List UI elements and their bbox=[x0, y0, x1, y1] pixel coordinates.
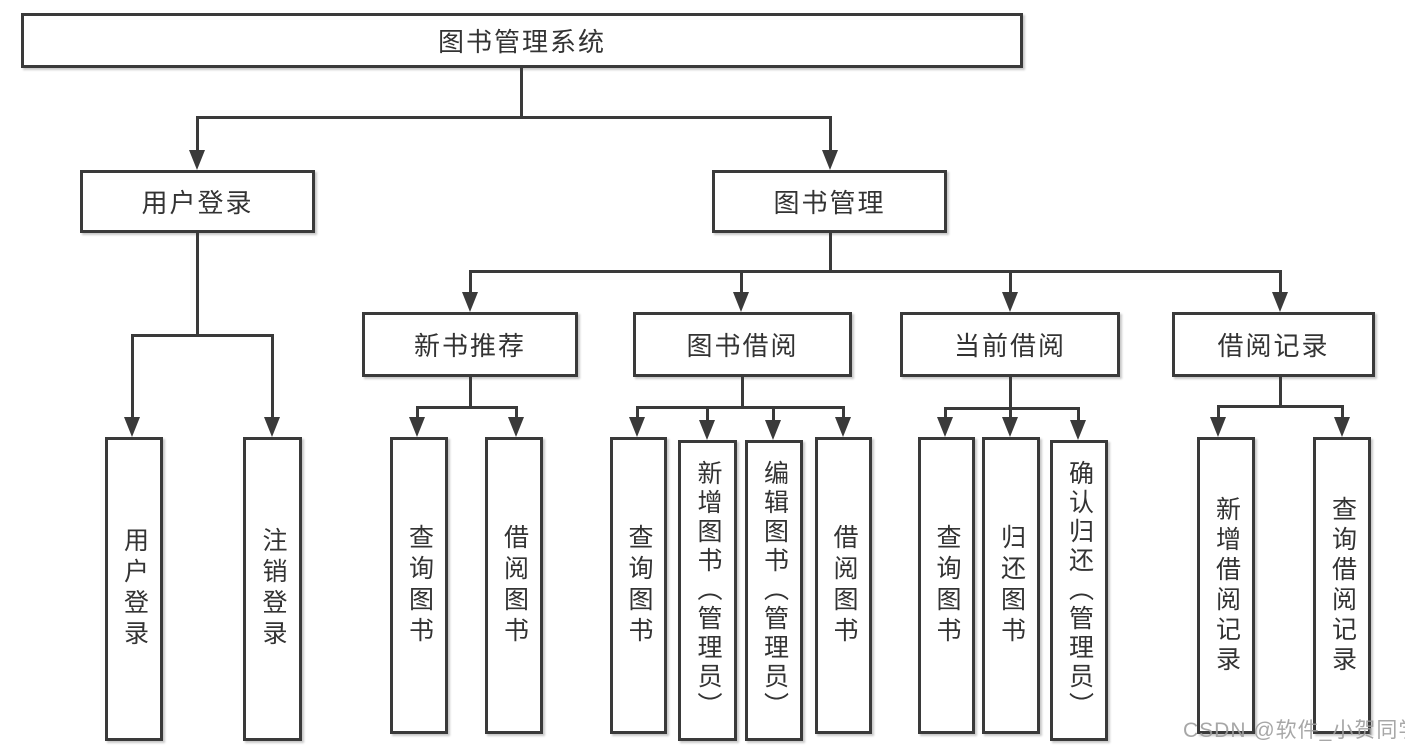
node-book-management-system: 图书管理系统 bbox=[21, 13, 1023, 68]
node-current-borrowing: 当前借阅 bbox=[900, 312, 1120, 377]
node-book-management: 图书管理 bbox=[712, 170, 947, 233]
leaf-query-books-recommend: 查询图书 bbox=[390, 437, 448, 734]
leaf-add-borrow-record: 新增借阅记录 bbox=[1197, 437, 1255, 734]
leaf-return-books: 归还图书 bbox=[982, 437, 1040, 734]
watermark-text: CSDN @软件_小贺同学 bbox=[1183, 719, 1405, 742]
node-user-login: 用户登录 bbox=[80, 170, 315, 233]
leaf-confirm-return-admin: 确认归还（管理员） bbox=[1050, 440, 1108, 741]
leaf-logout: 注销登录 bbox=[243, 437, 302, 741]
leaf-user-login: 用户登录 bbox=[105, 437, 163, 741]
node-new-book-recommend: 新书推荐 bbox=[362, 312, 578, 377]
leaf-query-borrow-record: 查询借阅记录 bbox=[1313, 437, 1371, 734]
leaf-query-books-borrowing: 查询图书 bbox=[610, 437, 667, 734]
leaf-borrow-books-borrowing: 借阅图书 bbox=[815, 437, 872, 734]
leaf-add-book-admin: 新增图书（管理员） bbox=[678, 440, 737, 741]
node-borrow-records: 借阅记录 bbox=[1172, 312, 1375, 377]
leaf-edit-book-admin: 编辑图书（管理员） bbox=[745, 440, 803, 741]
node-book-borrowing: 图书借阅 bbox=[633, 312, 852, 377]
leaf-borrow-books-recommend: 借阅图书 bbox=[485, 437, 543, 734]
leaf-query-books-current: 查询图书 bbox=[918, 437, 975, 734]
